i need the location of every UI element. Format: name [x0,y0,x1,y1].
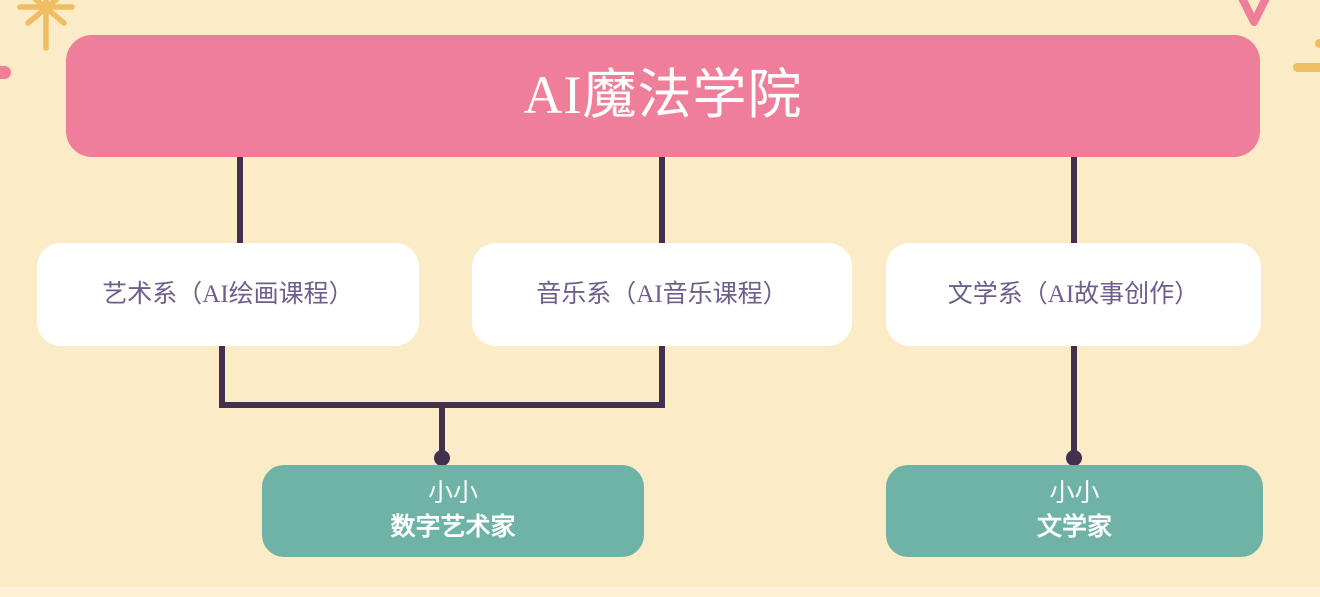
node-outcome-writer-label: 小小 文学家 [1037,477,1112,546]
node-outcome-digital-artist-label: 小小 数字艺术家 [390,477,515,546]
node-department-literature[interactable]: 文学系（AI故事创作） [886,243,1261,346]
node-root-label: AI魔法学院 [523,65,803,126]
dot-icon-left [0,66,11,79]
dash-icon [1293,63,1320,72]
chevron-down-icon [1238,0,1270,26]
outcome-line1: 小小 [1049,479,1100,507]
sparkle-star-icon [17,0,75,51]
node-outcome-writer[interactable]: 小小 文学家 [886,465,1263,557]
outcome-line2: 文学家 [1036,514,1112,541]
node-department-music-label: 音乐系（AI音乐课程） [536,280,788,308]
node-outcome-digital-artist[interactable]: 小小 数字艺术家 [262,465,644,557]
node-root-academy[interactable]: AI魔法学院 [66,35,1260,157]
node-department-music[interactable]: 音乐系（AI音乐课程） [472,243,852,346]
node-department-literature-label: 文学系（AI故事创作） [947,280,1200,308]
node-department-art[interactable]: 艺术系（AI绘画课程） [37,243,419,346]
outcome-line1: 小小 [427,479,478,507]
node-department-art-label: 艺术系（AI绘画课程） [102,280,354,308]
dot-icon-right [1315,39,1320,48]
outcome-line2: 数字艺术家 [390,514,516,541]
bottom-strip [0,587,1320,597]
